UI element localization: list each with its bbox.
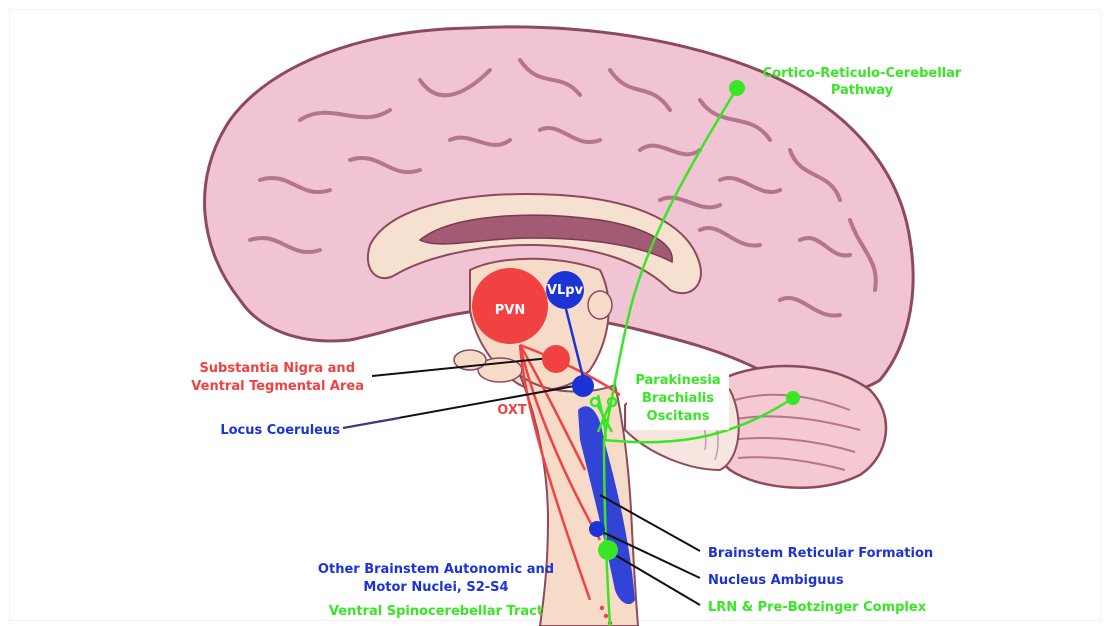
cerebellar-node (786, 391, 800, 405)
other-nuclei-label-line1: Other Brainstem Autonomic and (318, 562, 554, 577)
substantia-label-line2: Ventral Tegmental Area (191, 379, 364, 394)
substantia-nigra-node (542, 345, 570, 373)
locus-leader-blue (343, 418, 400, 428)
substantia-label-line1: Substantia Nigra and (199, 361, 355, 376)
locus-label: Locus Coeruleus (220, 423, 340, 438)
lrn-label: LRN & Pre-Botzinger Complex (708, 600, 927, 615)
lrn-node (598, 540, 618, 560)
parakinesia-label-line2: Brachialis (642, 391, 714, 406)
ambiguus-label: Nucleus Ambiguus (708, 573, 844, 588)
spinocerebellar-label: Ventral Spinocerebellar Tract (329, 604, 543, 619)
cortico-label-line2: Pathway (831, 83, 894, 98)
locus-coeruleus-node (572, 375, 594, 397)
other-nuclei-label-line2: Motor Nuclei, S2-S4 (363, 580, 508, 595)
reticular-label: Brainstem Reticular Formation (708, 546, 933, 561)
vlpv-label: VLpv (547, 283, 584, 298)
cortical-node (729, 80, 745, 96)
oxt-label: OXT (497, 403, 527, 418)
parakinesia-label-line3: Oscitans (647, 409, 710, 424)
pvn-label: PVN (495, 303, 525, 318)
cortico-label-line1: Cortico-Reticulo-Cerebellar (763, 66, 962, 81)
parakinesia-label-line1: Parakinesia (635, 373, 720, 388)
nucleus-ambiguus-node (589, 521, 605, 537)
